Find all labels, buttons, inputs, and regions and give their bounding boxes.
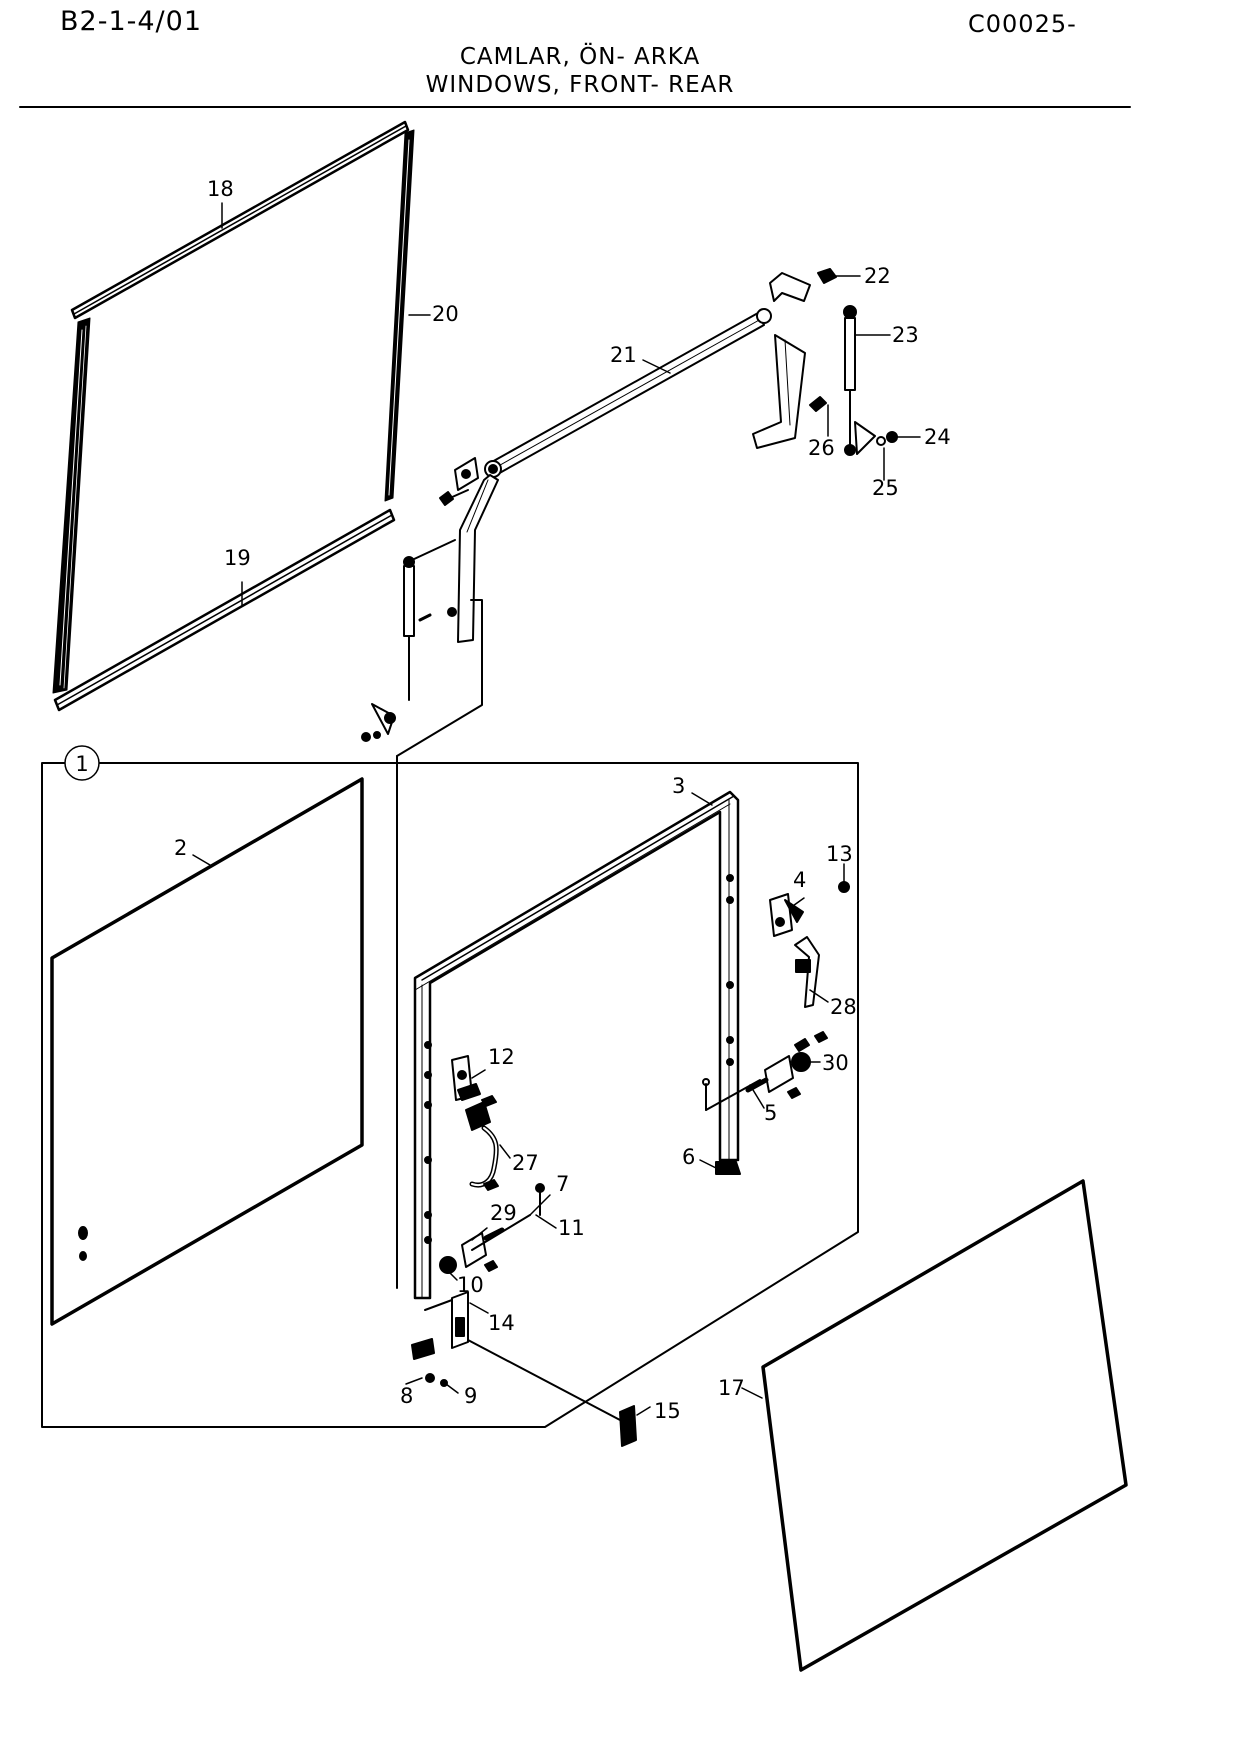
part-18-top-seal xyxy=(70,120,410,320)
part-26-bolt xyxy=(809,396,827,412)
callout-15: 15 xyxy=(654,1399,681,1423)
callout-10: 10 xyxy=(457,1273,484,1297)
title-turkish: CAMLAR, ÖN- ARKA xyxy=(459,44,701,70)
leader-keeper-to-15 xyxy=(467,1339,621,1421)
glass-hole-2 xyxy=(79,1251,87,1261)
callout-19: 19 xyxy=(224,546,251,570)
part-9-nut xyxy=(440,1379,448,1387)
part-30-latch-knob xyxy=(764,1038,811,1093)
glass-hole-1 xyxy=(78,1226,88,1240)
part-20-side-seal xyxy=(384,129,415,502)
part-15-striker xyxy=(619,1405,637,1447)
callout-9: 9 xyxy=(464,1384,477,1408)
part-13-cap-nut xyxy=(838,881,850,893)
part-25-washer xyxy=(876,436,886,446)
callout-6: 6 xyxy=(682,1145,695,1169)
leader-strut-line xyxy=(396,599,483,757)
callout-7: 7 xyxy=(556,1172,569,1196)
callout-3: 3 xyxy=(672,774,685,798)
callout-28: 28 xyxy=(830,995,857,1019)
callout-30: 30 xyxy=(822,1051,849,1075)
part-3-window-frame xyxy=(413,790,740,1300)
part-2-front-glass xyxy=(50,777,364,1326)
callout-8: 8 xyxy=(400,1384,413,1408)
part-27-grab-handle xyxy=(465,1101,499,1191)
callout-25: 25 xyxy=(872,476,899,500)
callout-22: 22 xyxy=(864,264,891,288)
callout-24: 24 xyxy=(924,425,951,449)
callout-14: 14 xyxy=(488,1311,515,1335)
callout-18: 18 xyxy=(207,177,234,201)
callout-5: 5 xyxy=(764,1101,777,1125)
reference-code: C00025- xyxy=(968,10,1077,38)
part-left-gas-strut xyxy=(361,539,457,742)
callout-29: 29 xyxy=(490,1201,517,1225)
part-right-bracket xyxy=(752,334,806,449)
part-left-bracket xyxy=(439,457,499,643)
callout-23: 23 xyxy=(892,323,919,347)
part-frame-bottom-cap xyxy=(411,1338,435,1360)
callout-2: 2 xyxy=(174,836,187,860)
callout-17: 17 xyxy=(718,1376,745,1400)
part-19-bottom-seal xyxy=(53,508,396,712)
part-left-side-seal xyxy=(52,317,91,694)
part-6-end-cap xyxy=(715,1161,741,1175)
part-23-gas-strut xyxy=(843,305,876,456)
callout-11: 11 xyxy=(558,1216,585,1240)
callout-20: 20 xyxy=(432,302,459,326)
callout-leaders xyxy=(192,202,921,1416)
part-17-rear-glass xyxy=(761,1179,1128,1672)
assembly-1-boundary xyxy=(41,762,859,1428)
part-8-washer xyxy=(425,1373,435,1383)
part-21-tilt-bar xyxy=(484,308,772,478)
callout-1-circle xyxy=(64,745,100,781)
callout-21: 21 xyxy=(610,343,637,367)
callout-labels: 1 2 3 4 5 6 7 8 9 10 11 12 13 14 15 17 1… xyxy=(75,177,950,1423)
part-24-nut xyxy=(886,431,898,443)
callout-26: 26 xyxy=(808,436,835,460)
drawing-code: B2-1-4/01 xyxy=(60,6,202,37)
part-28-latch-handle xyxy=(794,936,828,1043)
callout-27: 27 xyxy=(512,1151,539,1175)
callout-13: 13 xyxy=(826,842,853,866)
part-14-keeper xyxy=(424,1291,469,1349)
part-7-pin xyxy=(535,1183,545,1216)
part-22-bracket xyxy=(769,268,837,302)
part-5-latch-pin xyxy=(702,1077,801,1111)
callout-4: 4 xyxy=(793,868,806,892)
callout-12: 12 xyxy=(488,1045,515,1069)
title-english: WINDOWS, FRONT- REAR xyxy=(425,72,735,98)
callout-1: 1 xyxy=(75,752,88,776)
part-4-hinge xyxy=(769,893,804,937)
part-12-hinge xyxy=(451,1055,497,1107)
